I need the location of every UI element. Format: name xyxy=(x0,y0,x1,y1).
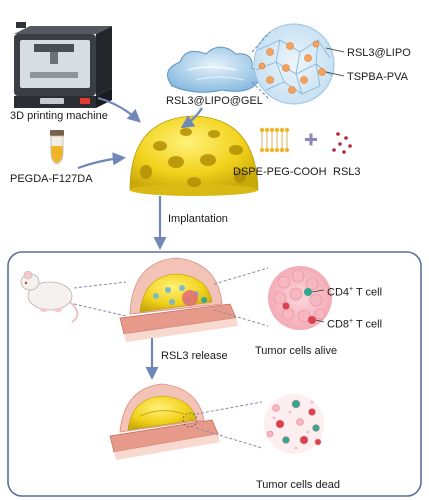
zoom-line xyxy=(73,303,127,317)
label-tumor-cells-alive: Tumor cells alive xyxy=(255,345,338,357)
label-implantation: Implantation xyxy=(168,213,228,225)
lipid-illustration xyxy=(259,127,290,153)
cd8-superscript: + xyxy=(349,318,354,325)
label-pegda-f127da: PEGDA-F127DA xyxy=(10,173,93,185)
arrow-gel-to-scaffold xyxy=(180,107,203,129)
label-dspe-peg-cooh: DSPE-PEG-COOH xyxy=(233,166,327,178)
tumor-cluster-alive xyxy=(268,266,332,330)
tumor-cluster-dead xyxy=(264,394,324,454)
zoom-line xyxy=(251,81,271,101)
vial-illustration xyxy=(50,130,64,165)
rsl3-molecule-dots xyxy=(332,132,352,154)
zoom-line xyxy=(213,309,269,327)
cd8-suffix: T cell xyxy=(353,318,383,331)
cd8-name: CD8 xyxy=(327,318,350,331)
leader-line xyxy=(311,289,325,293)
label-rsl3: RSL3 xyxy=(333,166,361,178)
zoom-line xyxy=(195,401,263,415)
cd4-superscript: + xyxy=(349,286,354,293)
gel-cloud-illustration xyxy=(167,46,261,93)
label-3d-printing-machine: 3D printing machine xyxy=(10,110,108,122)
label-rsl3-lipo-gel: RSL3@LIPO@GEL xyxy=(166,95,263,107)
leader-line xyxy=(325,71,345,77)
plus-icon xyxy=(305,133,317,146)
mouse-illustration xyxy=(20,270,79,323)
leader-line xyxy=(325,47,345,53)
leader-line xyxy=(315,319,325,323)
cd4-suffix: T cell xyxy=(353,286,383,299)
zoom-line xyxy=(195,427,263,449)
arrow-printer-to-scaffold xyxy=(97,96,141,123)
zoom-line xyxy=(251,31,271,53)
label-rsl3-lipo: RSL3@LIPO xyxy=(347,47,411,59)
cd4-name: CD4 xyxy=(327,286,350,299)
zoom-line xyxy=(213,267,269,285)
label-cd4-t-cell: CD4+ T cell xyxy=(327,284,382,299)
hydrogel-network-illustration xyxy=(253,23,335,105)
printer-illustration xyxy=(14,22,112,108)
label-rsl3-release: RSL3 release xyxy=(161,350,228,362)
scaffold-dome-illustration xyxy=(129,115,259,196)
tissue-section-after-release xyxy=(109,383,220,460)
zoom-line xyxy=(73,281,127,289)
arrow-peg-to-scaffold xyxy=(77,152,126,170)
label-cd8-t-cell: CD8+ T cell xyxy=(327,316,382,331)
label-tumor-cells-dead: Tumor cells dead xyxy=(256,479,340,491)
label-tspba-pva: TSPBA-PVA xyxy=(347,71,408,83)
tissue-section-implanted xyxy=(119,257,238,342)
